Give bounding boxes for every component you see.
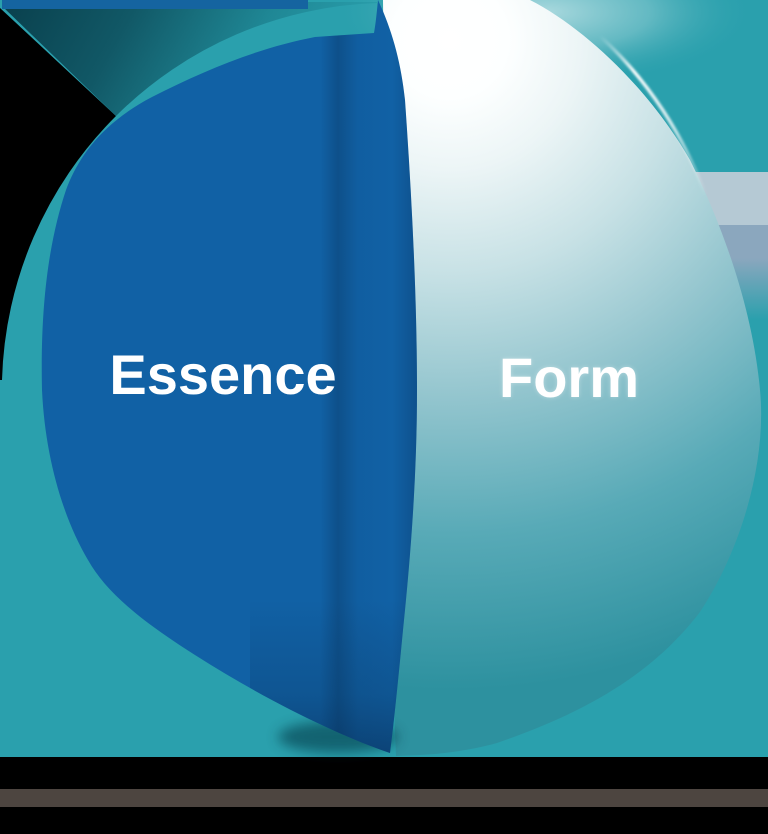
form-hemisphere [383, 0, 762, 756]
top-blue-strip [2, 0, 308, 9]
essence-label: Essence [109, 343, 337, 406]
top-left-cutout [0, 8, 116, 380]
inner-shell-wedge [4, 2, 378, 116]
bottom-bar [0, 789, 768, 807]
essence-edge-shading [250, 0, 418, 753]
form-label: Form [499, 346, 639, 409]
rim-highlight [598, 34, 708, 197]
